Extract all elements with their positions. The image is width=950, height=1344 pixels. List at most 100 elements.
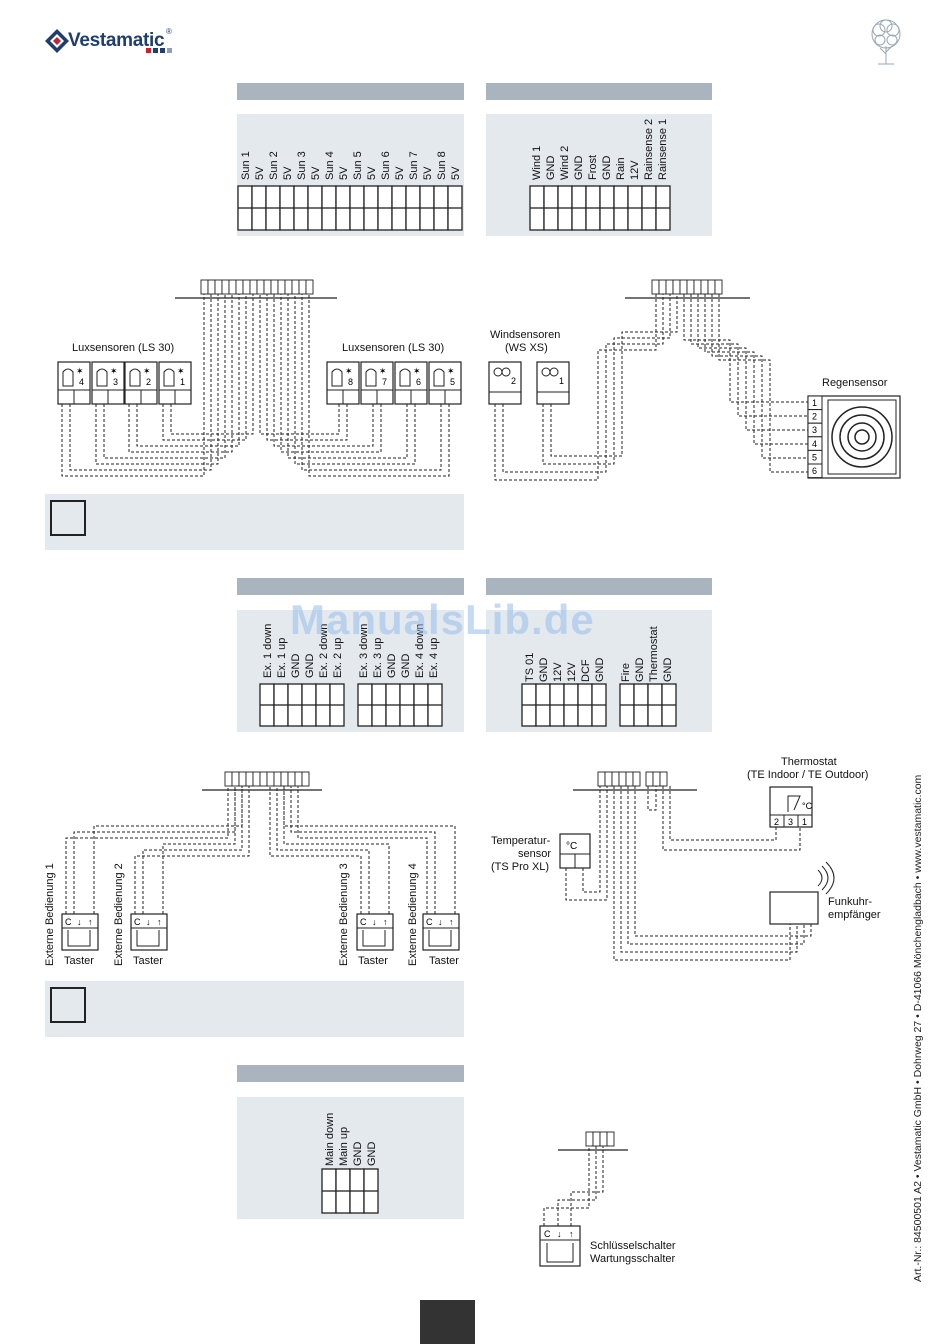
key-switch-label-2: Wartungsschalter: [590, 1253, 676, 1265]
key-switch-wire: [570, 1146, 604, 1226]
ts-connector-pin: [604, 771, 613, 787]
wind-connector-pin: [658, 279, 667, 295]
pin-label: C: [426, 917, 433, 927]
wind-wire: [494, 294, 657, 481]
temp-sensor-wire: [565, 786, 608, 901]
ts-connector-pin: [611, 771, 620, 787]
key-switch-wire: [543, 1146, 590, 1226]
main-header-bar: [237, 1065, 464, 1082]
taster-label-3: Taster: [358, 955, 388, 967]
sun-sensor-icon: [365, 368, 377, 387]
ext-wire: [297, 786, 428, 914]
lux-wire: [287, 294, 408, 459]
pin-label: C: [134, 917, 141, 927]
sun-ray-icon: ✶: [379, 366, 387, 376]
ext-connector-pin: [266, 771, 275, 787]
temp-sensor-label-1: Temperatur-: [491, 835, 551, 847]
ext-connector-pin: [294, 771, 303, 787]
rain-pin-number: 4: [812, 439, 817, 449]
sun-sensor-icon: [163, 368, 175, 387]
main-connector-pin: [585, 1131, 594, 1147]
ext-ctrl-2-label: Externe Bedienung 2: [113, 863, 125, 966]
switch-contact-icon: [362, 930, 386, 947]
sun-connector-pin: [228, 279, 237, 295]
ext-ctrl-3-label: Externe Bedienung 3: [338, 863, 350, 966]
ext-connector-pin: [252, 771, 261, 787]
lux-sensors-left-label: Luxsensoren (LS 30): [72, 342, 175, 354]
lux-wire: [294, 294, 416, 465]
lux-wire: [162, 294, 247, 441]
ext-connector-pin: [245, 771, 254, 787]
sun-ray-icon: ✶: [413, 366, 421, 376]
taster-label-4: Taster: [429, 955, 459, 967]
rain-wire: [697, 294, 808, 431]
logo-squares: [146, 48, 172, 53]
pin-label: ↓: [372, 917, 377, 927]
sun-connector-pin: [249, 279, 258, 295]
sun-sensor-icon: [62, 368, 74, 387]
thermostat-box: [769, 786, 813, 828]
lux-wire: [259, 294, 340, 435]
ext-connector-pin: [259, 771, 268, 787]
pin-label: ↓: [438, 917, 443, 927]
brand-name: Vestamatic: [68, 30, 165, 51]
lux-wire: [128, 294, 233, 453]
tree-icon: [871, 19, 901, 65]
wind-connector-pin: [693, 279, 702, 295]
thermostat-pin: 3: [788, 817, 793, 827]
switch-contact-icon: [67, 930, 91, 947]
radio-clock-wire: [613, 786, 791, 961]
sun-connector-pin: [256, 279, 265, 295]
ext-ctrl-1-label: Externe Bedienung 1: [44, 863, 56, 966]
main-connector-pin: [592, 1131, 601, 1147]
temp-sensor-wire: [582, 786, 601, 893]
temp-sensor-label-2: sensor: [518, 848, 552, 860]
degree-celsius-label: °C: [802, 801, 813, 811]
sun-connector-pin: [200, 279, 209, 295]
thermostat-switch-icon: [787, 795, 801, 812]
ext-connector-pin: [224, 771, 233, 787]
lux-sensors-right-label: Luxsensoren (LS 30): [342, 342, 445, 354]
wind-connector-pin: [651, 279, 660, 295]
ext-wire: [290, 786, 436, 914]
radio-clock-wire: [634, 786, 812, 937]
thermostat-wire: [669, 786, 777, 841]
sun-connector-pin: [207, 279, 216, 295]
pin-label: ↓: [557, 1229, 562, 1239]
lux-wire: [273, 294, 374, 447]
radio-clock-label-2: empfänger: [828, 909, 881, 921]
lux-wire: [69, 294, 212, 471]
sun-connector-pin: [291, 279, 300, 295]
main-connector-pin: [606, 1131, 615, 1147]
wind-sensors-label: Windsensoren: [490, 329, 561, 341]
lux-sensor-number: 7: [382, 377, 387, 387]
pin-label: C: [65, 917, 72, 927]
thermostat-label: Thermostat: [781, 756, 837, 768]
sun-connector-pin: [263, 279, 272, 295]
lux-sensor-number: 6: [416, 377, 421, 387]
wind-connector-pin: [686, 279, 695, 295]
rain-wire: [690, 294, 808, 417]
pin-label: ↑: [88, 917, 93, 927]
lux-wire: [95, 294, 219, 465]
lux-sensor-number: 4: [79, 377, 84, 387]
rain-ring-icon: [854, 429, 870, 445]
radio-wave-icon: [825, 861, 835, 895]
ext-ctrl-4-label: Externe Bedienung 4: [407, 863, 419, 966]
lux-wire: [280, 294, 382, 453]
ext-wire: [134, 786, 250, 914]
thermostat-pin: 1: [802, 817, 807, 827]
rain-pin-number: 2: [812, 412, 817, 422]
lux-sensor-number: 2: [146, 377, 151, 387]
fire-bridge-wire: [647, 786, 657, 811]
lux-wire: [170, 294, 254, 435]
wind-sensor-box: [536, 361, 570, 405]
wind-connector-pin: [714, 279, 723, 295]
page-number-block: [420, 1300, 475, 1344]
wind-sensor-number: 2: [511, 376, 516, 386]
note-panel-1: [45, 494, 464, 550]
ext-wire: [142, 786, 243, 914]
main-connector-pin: [599, 1131, 608, 1147]
switch-contact-icon: [136, 930, 160, 947]
lux-wire: [301, 294, 442, 471]
